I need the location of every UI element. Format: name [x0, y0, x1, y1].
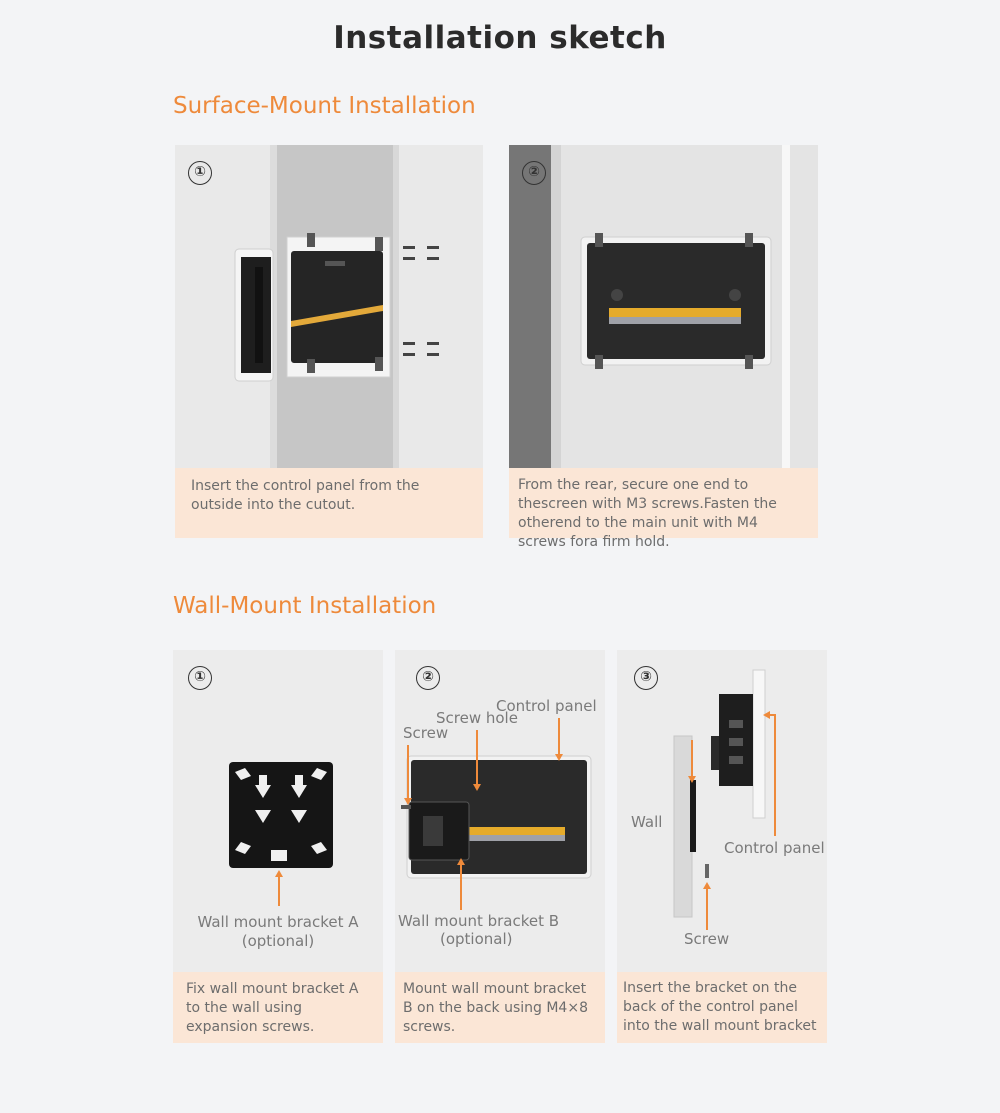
surface-step-1-illustration — [175, 145, 483, 468]
bracket-a-label-line1: Wall mount bracket A — [197, 913, 359, 931]
surface-insert-diagram — [175, 145, 483, 468]
surface-step-2-caption: From the rear, secure one end to thescre… — [509, 468, 818, 550]
bracket-a-diagram — [173, 650, 383, 972]
control-panel-pointer-arrow — [763, 711, 770, 719]
wall-pointer-line — [691, 740, 693, 778]
screw-hole-arrow — [473, 784, 481, 791]
wall-label: Wall — [631, 813, 663, 831]
surface-step-1-card: ① Insert the control panel from the outs… — [175, 145, 483, 538]
wall-pointer-arrow — [688, 776, 696, 783]
wall-step-3-number: ③ — [634, 666, 658, 690]
wall-step-3-caption: Insert the bracket on the back of the co… — [617, 972, 827, 1043]
screw-label: Screw — [403, 724, 449, 742]
bracket-b-diagram — [395, 650, 605, 972]
wall-step-1-caption: Fix wall mount bracket A to the wall usi… — [173, 972, 383, 1043]
screw-pointer — [407, 745, 409, 800]
control-panel-pointer-line — [774, 714, 776, 836]
surface-step-1-caption: Insert the control panel from the outsid… — [175, 468, 483, 538]
screw-label-3: Screw — [684, 930, 730, 948]
control-panel-label: Control panel — [496, 697, 597, 715]
surface-step-1-number: ① — [188, 161, 212, 185]
wall-step-1-number: ① — [188, 666, 212, 690]
screw-arrow — [404, 798, 412, 805]
control-panel-pointer-horizontal — [769, 714, 775, 716]
surface-step-2-illustration — [509, 145, 818, 468]
bracket-b-pointer-arrow — [457, 858, 465, 865]
wall-step-1-illustration — [173, 650, 383, 972]
wall-step-3-card: Wall Control panel Screw ③ Insert the br… — [617, 650, 827, 1043]
insert-bracket-diagram — [617, 650, 827, 972]
wall-step-3-illustration — [617, 650, 827, 972]
wall-step-2-number: ② — [416, 666, 440, 690]
wall-mount-heading: Wall-Mount Installation — [173, 593, 437, 619]
surface-mount-heading: Surface-Mount Installation — [173, 93, 476, 119]
control-panel-pointer — [558, 718, 560, 756]
bracket-b-pointer-line — [460, 864, 462, 910]
wall-step-1-card: Wall mount bracket A (optional) ① Fix wa… — [173, 650, 383, 1043]
screw-hole-pointer — [476, 730, 478, 786]
surface-step-2-number: ② — [522, 161, 546, 185]
screw-hole-label: Screw hole — [436, 709, 518, 727]
control-panel-label-3: Control panel — [724, 839, 825, 857]
bracket-b-label-line2: (optional) — [440, 930, 513, 948]
bracket-a-label-line2: (optional) — [241, 932, 315, 950]
wall-step-2-illustration — [395, 650, 605, 972]
wall-step-2-card: Control panel Screw hole Screw Wall moun… — [395, 650, 605, 1043]
wall-step-2-caption: Mount wall mount bracket B on the back u… — [395, 972, 605, 1043]
surface-rear-diagram — [509, 145, 818, 468]
bracket-a-pointer-arrow — [275, 870, 283, 877]
page-title: Installation sketch — [333, 20, 667, 56]
screw-pointer-line — [706, 888, 708, 930]
bracket-a-pointer-line — [278, 876, 280, 906]
screw-pointer-arrow — [703, 882, 711, 889]
bracket-b-label-line1: Wall mount bracket B — [398, 912, 560, 930]
control-panel-arrow — [555, 754, 563, 761]
surface-step-2-card: ② From the rear, secure one end to thesc… — [509, 145, 818, 550]
